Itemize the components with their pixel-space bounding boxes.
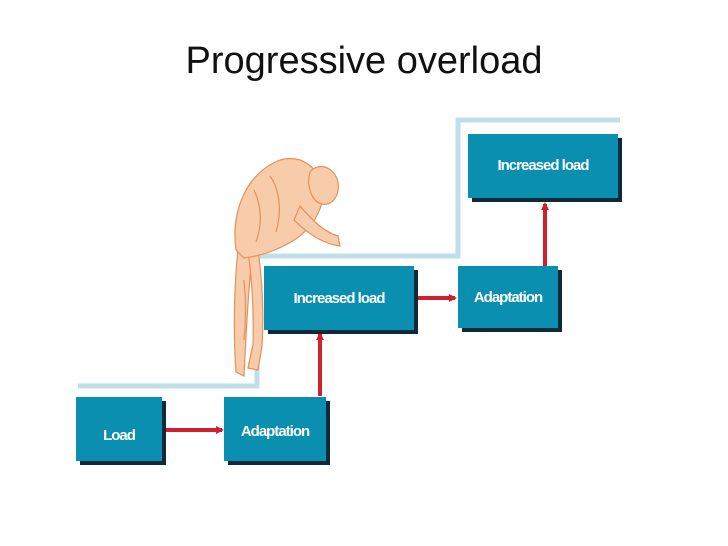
adaptation-box-1-label: Adaptation xyxy=(241,423,310,440)
increased-load-box-2-label: Increased load xyxy=(497,157,589,174)
load-box-label: Load xyxy=(103,427,136,444)
adaptation-box-2-label: Adaptation xyxy=(474,289,543,306)
adaptation-box-1: Adaptation xyxy=(224,397,330,465)
increased-load-box-2: Increased load xyxy=(468,134,622,202)
increased-load-box-1: Increased load xyxy=(264,266,418,334)
adaptation-box-2: Adaptation xyxy=(458,266,562,332)
load-box: Load xyxy=(76,397,166,465)
increased-load-box-1-label: Increased load xyxy=(293,290,385,307)
